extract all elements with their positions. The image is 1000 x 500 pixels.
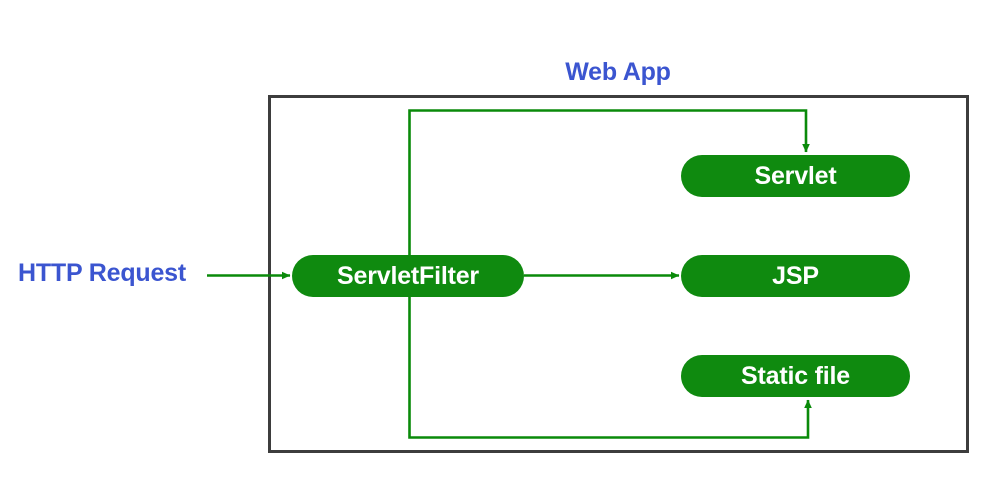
node-servlet[interactable]: Servlet bbox=[681, 155, 910, 197]
node-jsp-label: JSP bbox=[772, 261, 819, 290]
node-jsp[interactable]: JSP bbox=[681, 255, 910, 297]
http-request-label: HTTP Request bbox=[18, 259, 186, 287]
webapp-container-box bbox=[268, 95, 969, 453]
node-servlet-label: Servlet bbox=[754, 161, 837, 190]
node-servletfilter-label: ServletFilter bbox=[337, 261, 479, 290]
node-static-file[interactable]: Static file bbox=[681, 355, 910, 397]
webapp-title: Web App bbox=[565, 58, 671, 86]
edge-servletfilter-to-servlet bbox=[408, 109, 810, 276]
node-servletfilter[interactable]: ServletFilter bbox=[292, 255, 524, 297]
edge-servletfilter-to-static-file bbox=[408, 276, 812, 439]
node-static-file-label: Static file bbox=[741, 361, 850, 390]
